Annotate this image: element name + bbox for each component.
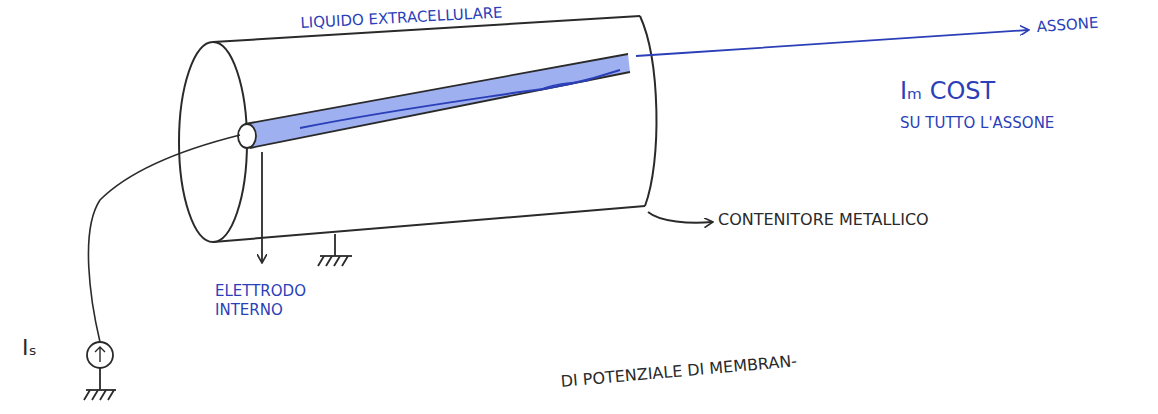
- leader-arrow: [261, 152, 263, 262]
- axon-scribble: [300, 70, 620, 128]
- axon-end: [238, 124, 256, 148]
- axon-scribble: [540, 80, 590, 90]
- source-arrow: [95, 347, 105, 362]
- region-label: LIQUIDO EXTRACELLULARE: [300, 3, 503, 32]
- current-label: Iₘ COST: [900, 76, 995, 106]
- axon-bottom: [250, 72, 630, 148]
- cylinder-bottom: [213, 206, 645, 242]
- part-label: ELETTRODO INTERNO: [215, 282, 325, 320]
- current-label: Iₛ: [22, 334, 37, 362]
- cylinder-far-end: [640, 16, 656, 206]
- metal-cylinder: [179, 16, 656, 242]
- note-label: SU TUTTO L'ASSONE: [900, 114, 1054, 133]
- axon-fill: [245, 54, 630, 148]
- part-label: ASSONE: [1036, 14, 1099, 37]
- leader-arrow: [648, 212, 712, 223]
- ground-symbol: [318, 234, 352, 266]
- part-label: CONTENITORE METALLICO: [718, 210, 929, 230]
- leader-arrow: [636, 30, 1028, 56]
- axon-tube: [238, 54, 630, 148]
- note-label: DI POTENZIALE DI MEMBRAN-: [560, 351, 798, 392]
- ground-symbol: [84, 368, 116, 400]
- current-source: [87, 342, 113, 368]
- axon-top: [245, 54, 628, 124]
